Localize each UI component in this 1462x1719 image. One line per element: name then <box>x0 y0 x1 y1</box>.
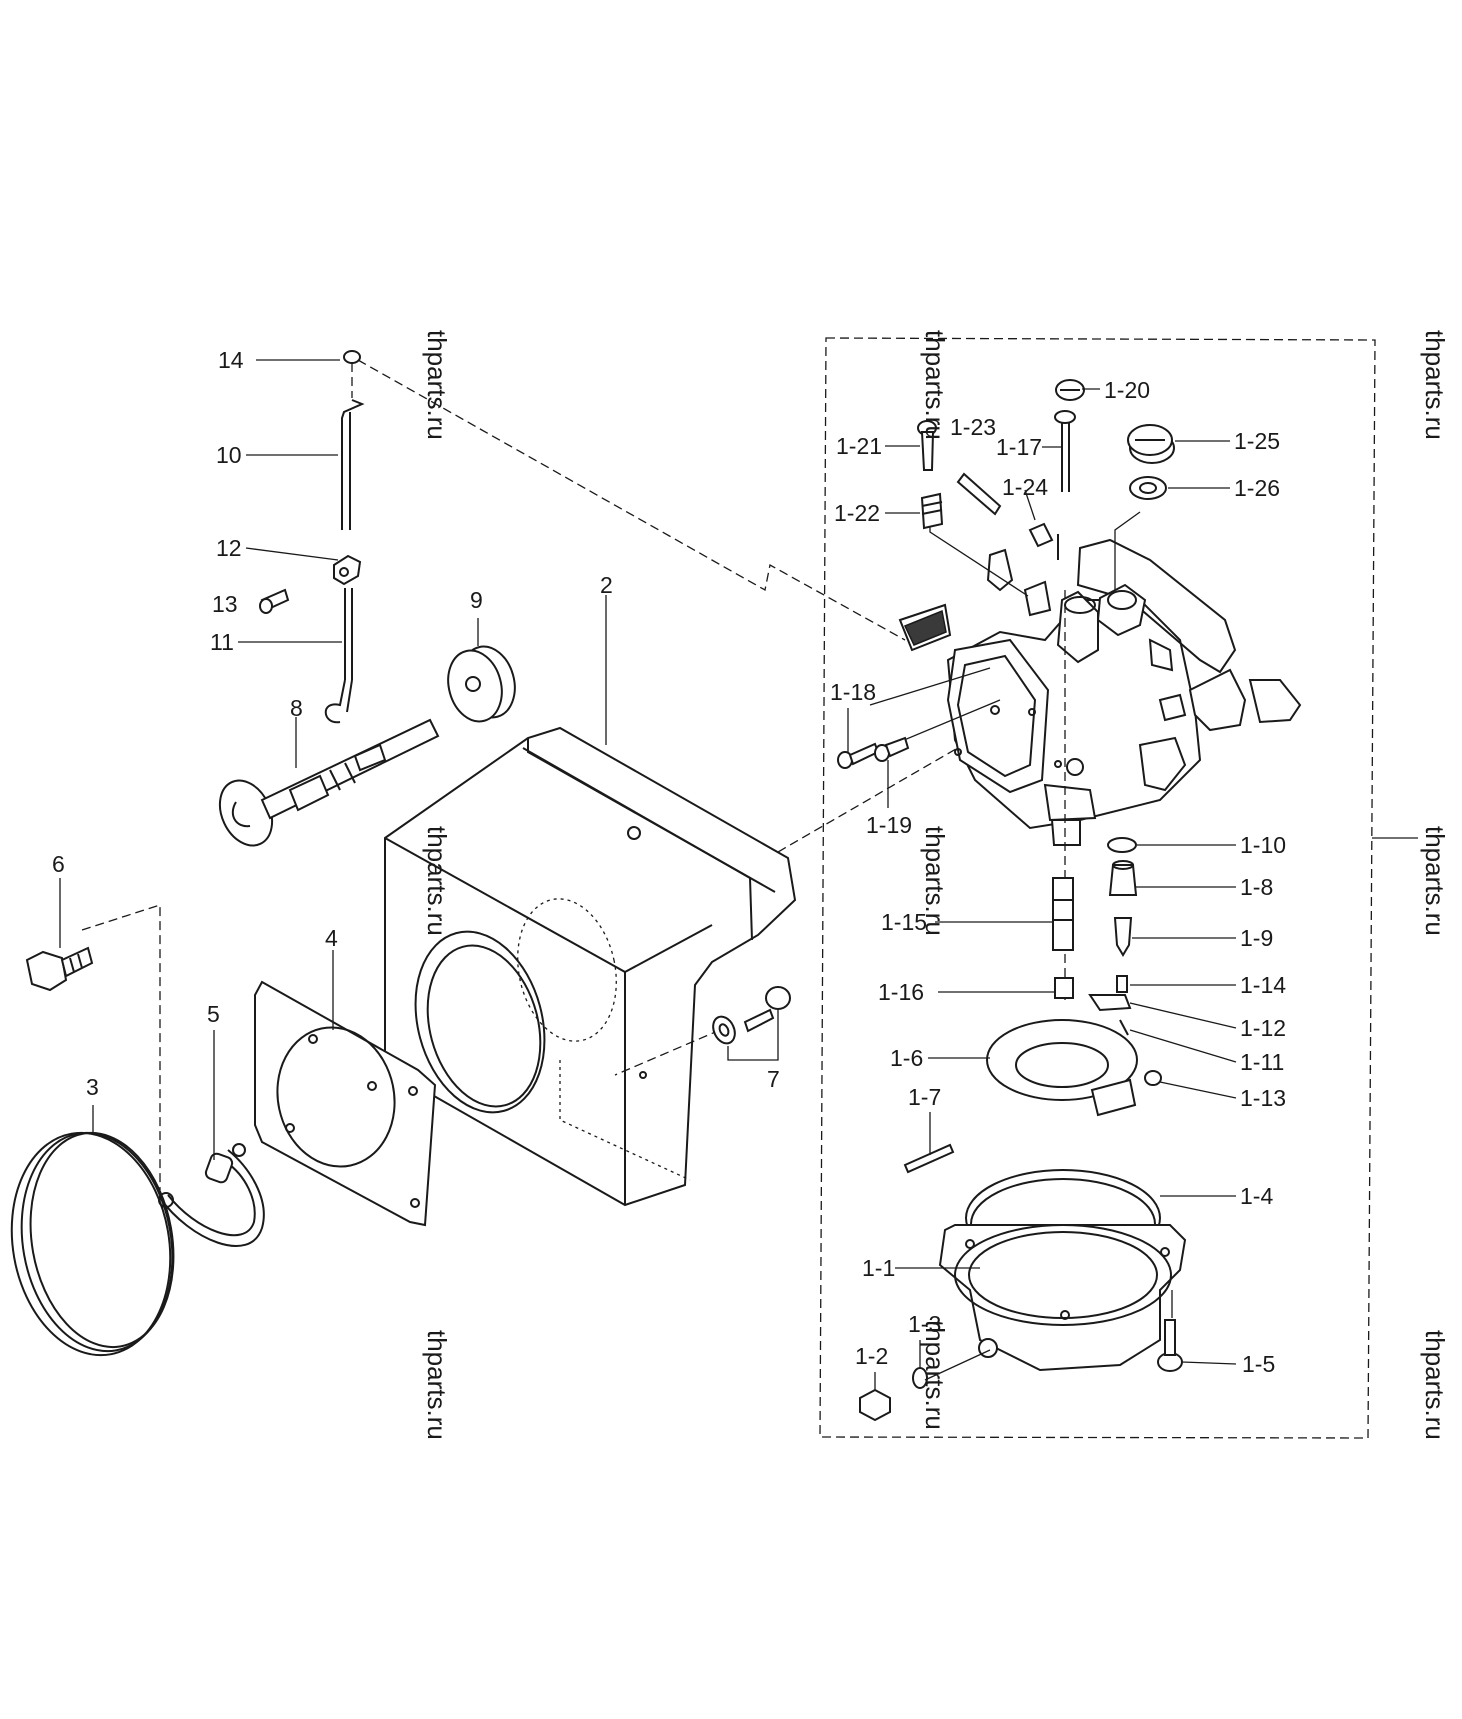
float-bowl <box>938 1169 1187 1372</box>
callout-8: 8 <box>290 695 303 721</box>
callout-1-16: 1-16 <box>878 979 924 1005</box>
throttle-shaft <box>218 718 440 847</box>
callout-1-26: 1-26 <box>1234 475 1280 501</box>
callout-10: 10 <box>216 442 242 468</box>
callout-1-2: 1-2 <box>855 1343 888 1369</box>
callout-12: 12 <box>216 535 242 561</box>
callout-5: 5 <box>207 1001 220 1027</box>
watermark: thparts.ru <box>422 826 452 936</box>
bolt-6 <box>25 946 94 992</box>
callout-4: 4 <box>325 925 338 951</box>
callout-14: 14 <box>218 347 244 373</box>
intake-box <box>384 726 797 1207</box>
clamp-spring <box>158 1143 265 1247</box>
link-line-6 <box>81 904 161 1190</box>
linkage-rods <box>259 350 365 724</box>
top-screws <box>917 379 1175 560</box>
watermark: thparts.ru <box>920 330 950 440</box>
cover-disc <box>10 1131 175 1357</box>
callout-1-7: 1-7 <box>908 1084 941 1110</box>
callout-13: 13 <box>212 591 238 617</box>
link-line-7 <box>614 1029 721 1076</box>
callout-1-21: 1-21 <box>836 433 882 459</box>
watermark: thparts.ru <box>422 1330 452 1440</box>
callout-9: 9 <box>470 587 483 613</box>
callout-1-10: 1-10 <box>1240 832 1286 858</box>
callout-1-19: 1-19 <box>866 812 912 838</box>
callout-1-5: 1-5 <box>1242 1351 1275 1377</box>
carburetor-body <box>898 538 1302 846</box>
link-line-2 <box>777 741 969 853</box>
roller-9 <box>447 645 516 723</box>
callout-1-20: 1-20 <box>1104 377 1150 403</box>
callout-1-24: 1-24 <box>1002 474 1048 500</box>
side-screws <box>837 736 910 769</box>
callout-1-14: 1-14 <box>1240 972 1286 998</box>
callout-1-1: 1-1 <box>862 1255 895 1281</box>
link-line-14 <box>357 359 906 641</box>
callout-1-17: 1-17 <box>996 434 1042 460</box>
lower-jets <box>903 837 1162 1174</box>
carb-leader-lines <box>869 511 1141 749</box>
screw-7 <box>712 986 791 1061</box>
callout-2: 2 <box>600 572 613 598</box>
leader-lines <box>59 359 1237 1390</box>
bowl-screws <box>859 1290 1183 1422</box>
callout-1-23: 1-23 <box>950 414 996 440</box>
watermark: thparts.ru <box>1420 330 1450 440</box>
watermark: thparts.ru <box>920 1320 950 1430</box>
callout-3: 3 <box>86 1074 99 1100</box>
callout-1-4: 1-4 <box>1240 1183 1273 1209</box>
callout-1-3: 1-3 <box>908 1311 941 1337</box>
callout-1-15: 1-15 <box>881 909 927 935</box>
callout-6: 6 <box>52 851 65 877</box>
callout-1-12: 1-12 <box>1240 1015 1286 1041</box>
callout-11: 11 <box>210 629 234 655</box>
callout-1-13: 1-13 <box>1240 1085 1286 1111</box>
callout-1-6: 1-6 <box>890 1045 923 1071</box>
callout-1-18: 1-18 <box>830 679 876 705</box>
gasket-plate <box>254 980 437 1227</box>
watermark: thparts.ru <box>1420 826 1450 936</box>
assembly-boundary <box>819 337 1376 1439</box>
watermark: thparts.ru <box>920 826 950 936</box>
callout-1-9: 1-9 <box>1240 925 1273 951</box>
callout-1-11: 1-11 <box>1240 1049 1284 1075</box>
callout-1-22: 1-22 <box>834 500 880 526</box>
watermark: thparts.ru <box>1420 1330 1450 1440</box>
watermark: thparts.ru <box>422 330 452 440</box>
callout-1-25: 1-25 <box>1234 428 1280 454</box>
callout-1-8: 1-8 <box>1240 874 1273 900</box>
callout-7: 7 <box>767 1066 780 1092</box>
